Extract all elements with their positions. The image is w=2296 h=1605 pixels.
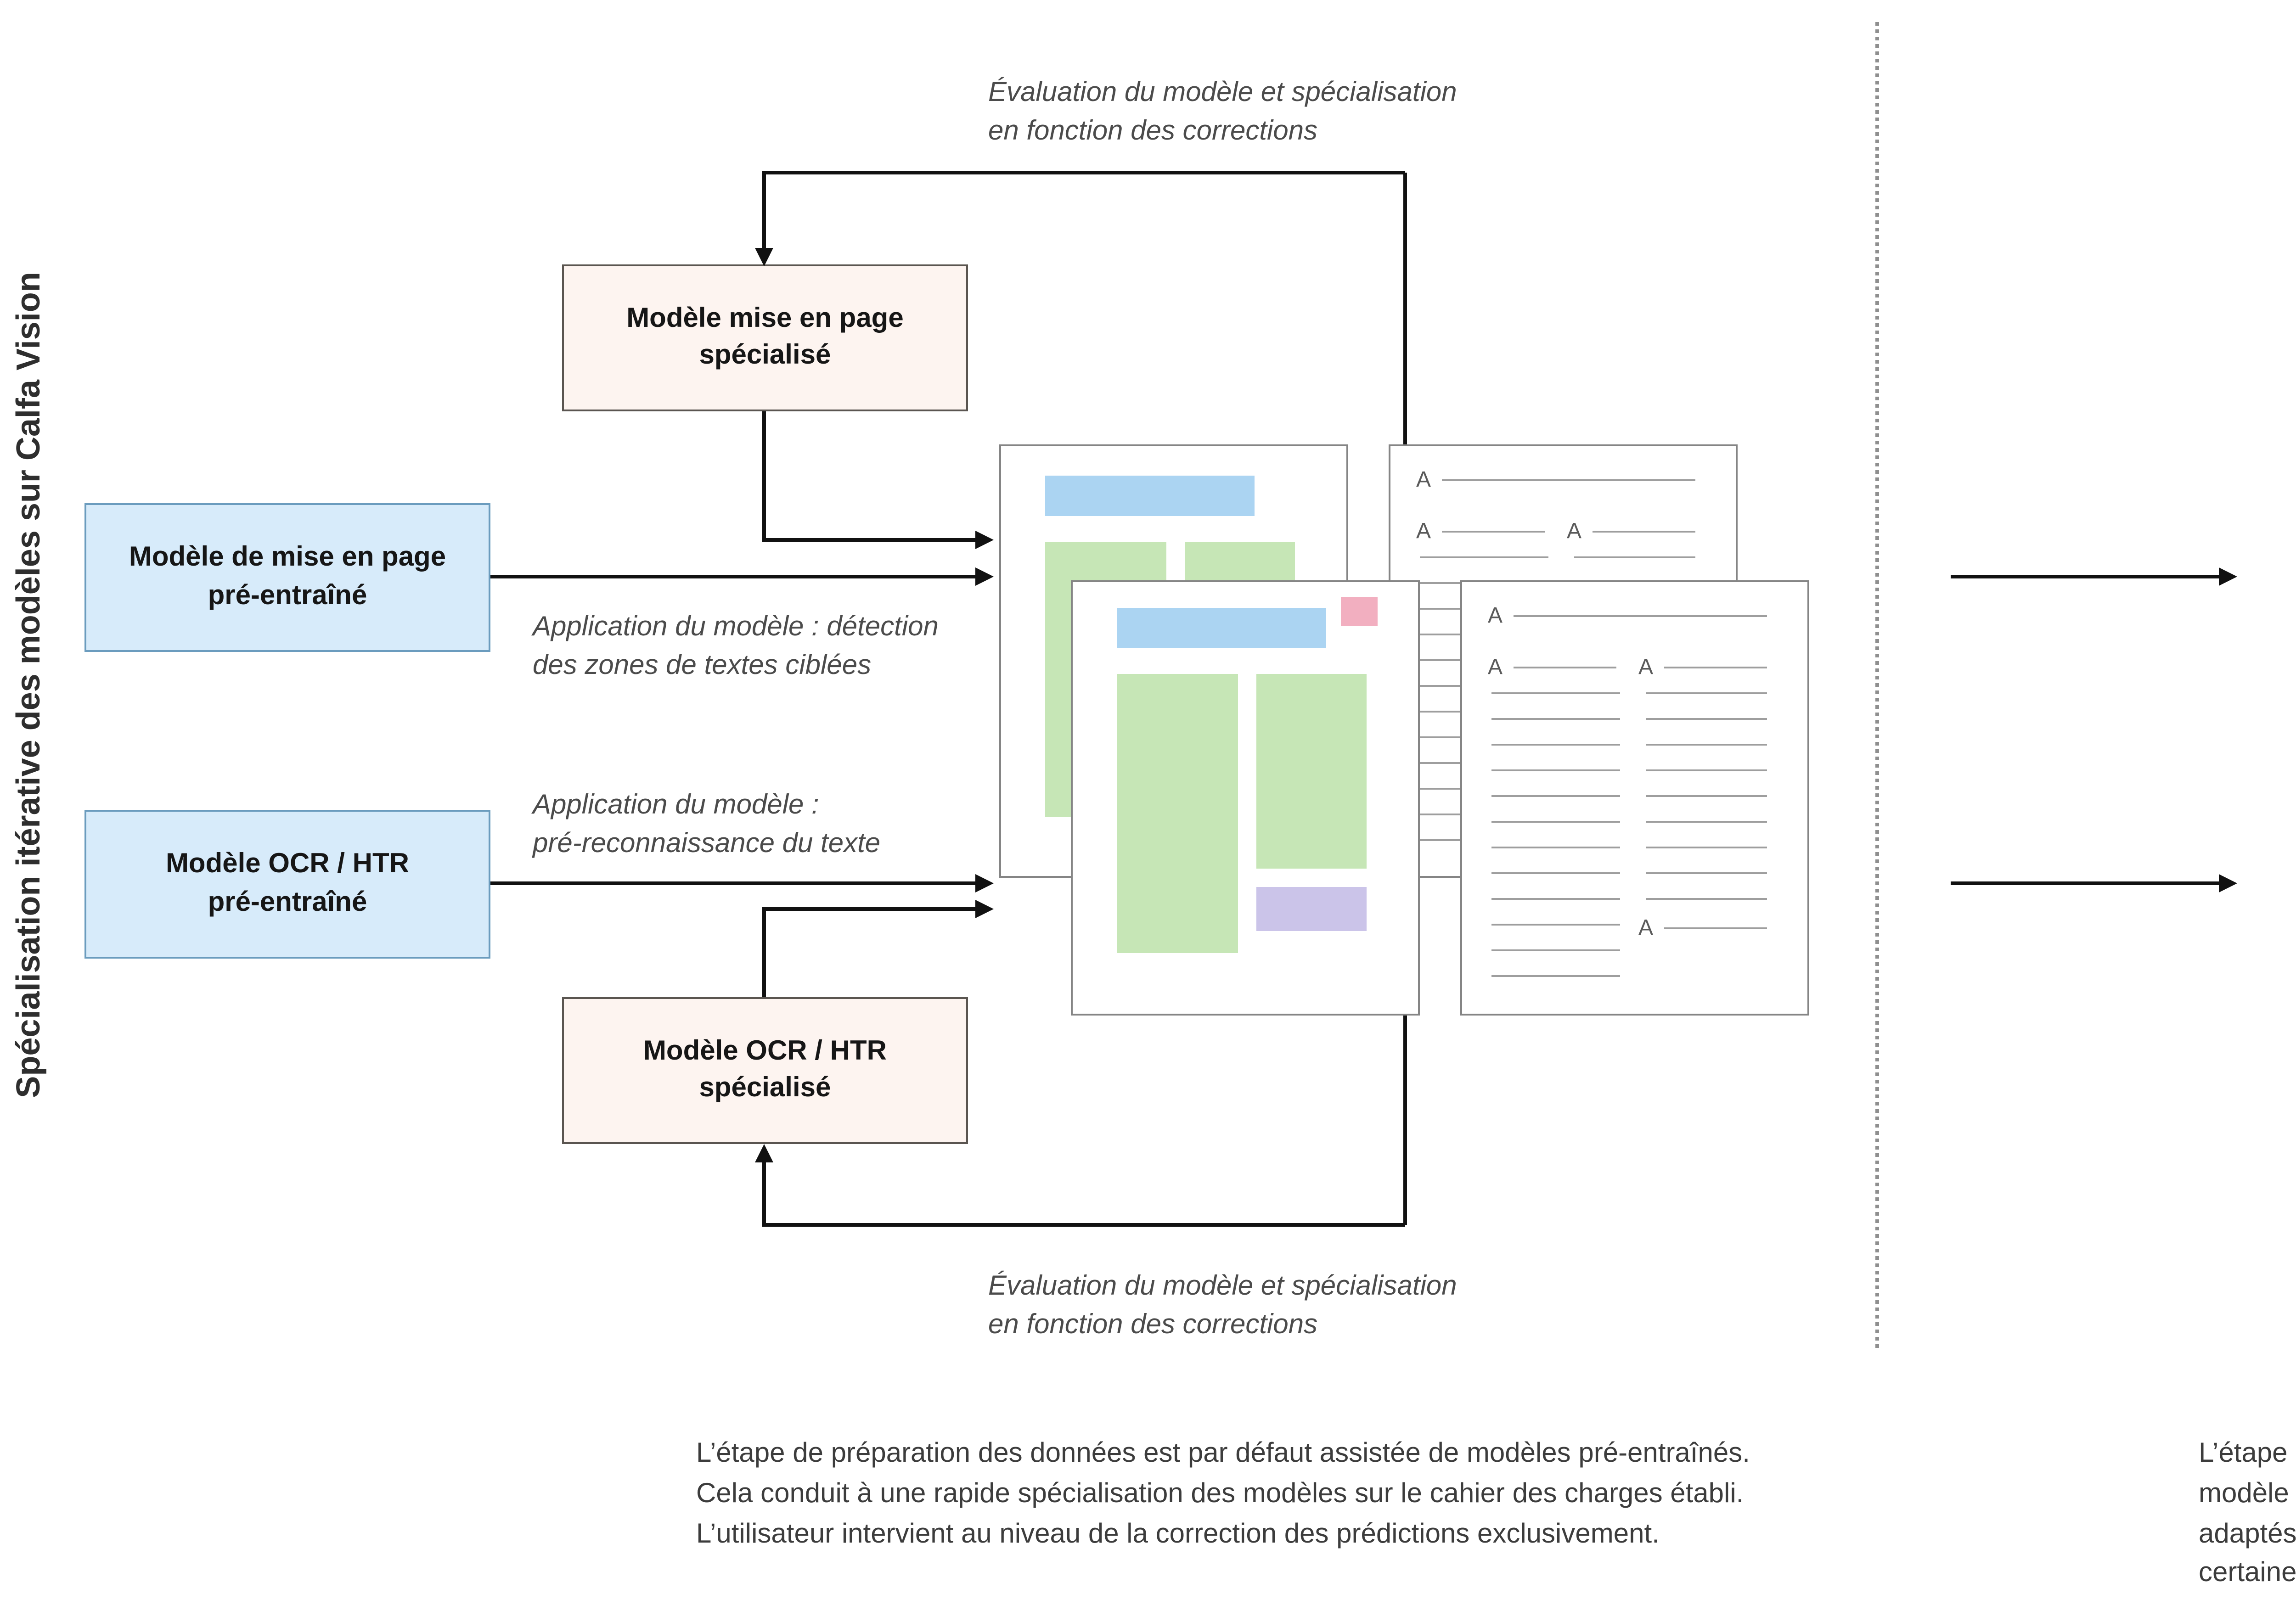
connector-ocr-specialized-to-docs xyxy=(762,907,975,911)
arrowhead-right xyxy=(975,900,994,918)
connector-to-layout-final xyxy=(1951,575,2219,578)
document-page-text-front: A A A A xyxy=(1460,580,1809,1016)
box-layout-model-pretrained: Modèle de mise en page pré-entraîné xyxy=(84,503,490,652)
paragraph-preparation: L’étape de préparation des données est p… xyxy=(696,1438,1750,1549)
layout-zone-column xyxy=(1256,674,1367,869)
connector-loop-top-rise xyxy=(1403,173,1407,446)
arrowhead-right xyxy=(975,531,994,549)
connector-layout-pretrained-to-docs xyxy=(490,575,975,578)
text-letter: A xyxy=(1416,520,1435,542)
connector-loop-bottom-across xyxy=(762,1223,1405,1227)
text-line xyxy=(1514,615,1767,617)
text-lines-column xyxy=(1646,692,1767,902)
connector-ocr-pretrained-to-docs xyxy=(490,881,975,885)
text-line xyxy=(1593,531,1695,533)
text-line xyxy=(1442,531,1545,533)
arrowhead-right xyxy=(975,567,994,586)
layout-zone-marginalia xyxy=(1341,597,1378,626)
arrowhead-right xyxy=(2219,567,2237,586)
connector-layout-specialized-down xyxy=(762,411,766,542)
box-ocr-model-specialized: Modèle OCR / HTR spécialisé xyxy=(562,997,968,1144)
text-lines-column xyxy=(1491,692,1620,979)
box-layout-model-specialized: Modèle mise en page spécialisé xyxy=(562,264,968,411)
layout-zone-column xyxy=(1117,674,1238,953)
layout-zone-header xyxy=(1045,476,1255,516)
text-line xyxy=(1514,667,1616,668)
caption-apply-layout: Application du modèle : détection des zo… xyxy=(533,612,939,681)
text-letter: A xyxy=(1488,604,1507,626)
caption-evaluation-bottom: Évaluation du modèle et spécialisation e… xyxy=(988,1271,1457,1341)
layout-zone-footer xyxy=(1256,887,1367,931)
text-line xyxy=(1664,927,1767,929)
layout-zone-header xyxy=(1117,608,1326,648)
caption-evaluation-top: Évaluation du modèle et spécialisation e… xyxy=(988,77,1457,147)
vertical-axis-title: Spécialisation itérative des modèles sur… xyxy=(10,272,47,1098)
caption-apply-ocr: Application du modèle : pré-reconnaissan… xyxy=(533,790,881,859)
section-divider xyxy=(1875,22,1879,1348)
document-page-layout-front xyxy=(1071,580,1420,1016)
box-ocr-model-pretrained: Modèle OCR / HTR pré-entraîné xyxy=(84,810,490,959)
arrowhead-right xyxy=(2219,874,2237,892)
text-letter: A xyxy=(1567,520,1586,542)
paragraph-specialization: L’étape de spécialisation aboutit à la c… xyxy=(2199,1438,2296,1589)
text-letter: A xyxy=(1416,468,1435,490)
connector-loop-bottom-drop xyxy=(1403,1014,1407,1225)
connector-loop-top-drop xyxy=(762,173,766,250)
text-letter: A xyxy=(1638,916,1657,938)
connector-ocr-specialized-up xyxy=(762,909,766,997)
arrowhead-down xyxy=(755,248,773,266)
text-line xyxy=(1442,479,1695,481)
connector-loop-bottom-rise xyxy=(762,1159,766,1225)
arrowhead-up xyxy=(755,1144,773,1162)
text-letter: A xyxy=(1638,656,1657,678)
arrowhead-right xyxy=(975,874,994,892)
connector-layout-specialized-to-docs xyxy=(762,538,975,542)
connector-to-ocr-final xyxy=(1951,881,2219,885)
text-letter: A xyxy=(1488,656,1507,678)
text-line xyxy=(1664,667,1767,668)
connector-loop-top-across xyxy=(762,171,1405,174)
